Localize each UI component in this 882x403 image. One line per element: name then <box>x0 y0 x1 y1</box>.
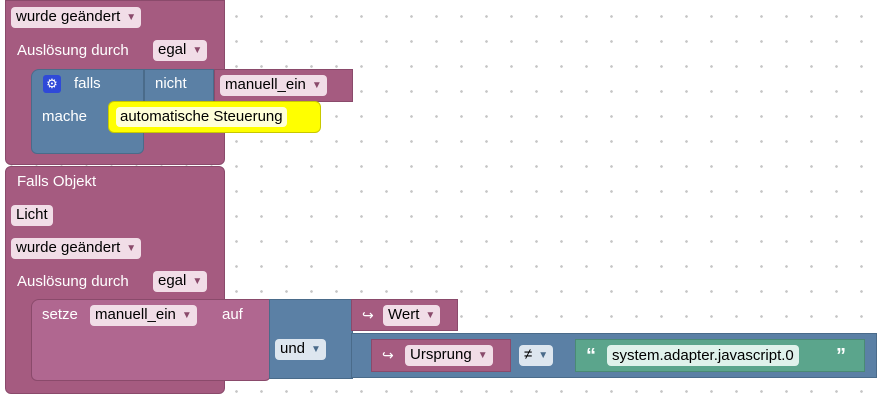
variable-dropdown[interactable]: manuell_ein ▼ <box>220 75 327 96</box>
trigger-dropdown-2[interactable]: egal ▼ <box>153 271 208 292</box>
chevron-down-icon: ▼ <box>477 350 488 361</box>
arrow-icon: ↪ <box>382 347 394 363</box>
chevron-down-icon: ▼ <box>311 344 321 355</box>
text-value-field[interactable]: system.adapter.javascript.0 <box>607 345 799 366</box>
chevron-down-icon: ▼ <box>538 350 549 361</box>
comment-block[interactable]: automatische Steuerung <box>108 101 321 133</box>
value-dropdown[interactable]: Wert ▼ <box>383 305 441 326</box>
gear-icon[interactable]: ⚙ <box>43 75 61 93</box>
chevron-down-icon: ▼ <box>311 80 322 91</box>
set-variable-dropdown[interactable]: manuell_ein ▼ <box>90 305 197 326</box>
chevron-down-icon: ▼ <box>192 45 203 56</box>
chevron-down-icon: ▼ <box>192 276 203 287</box>
trigger-dropdown-1-label: egal <box>158 41 187 58</box>
object-value[interactable]: Licht <box>11 205 53 226</box>
set-variable-dropdown-label: manuell_ein <box>95 306 176 323</box>
trigger-label-1: Auslösung durch <box>17 42 129 59</box>
text-value-label: system.adapter.javascript.0 <box>612 347 794 364</box>
do-label: mache <box>42 108 88 125</box>
operator-dropdown-label: ≠ <box>524 346 533 363</box>
changed-dropdown-2[interactable]: wurde geändert ▼ <box>11 238 142 259</box>
source-block[interactable] <box>371 339 511 372</box>
source-dropdown[interactable]: Ursprung ▼ <box>405 345 493 366</box>
chevron-down-icon: ▼ <box>126 12 137 23</box>
source-dropdown-label: Ursprung <box>410 346 472 363</box>
changed-dropdown-1[interactable]: wurde geändert ▼ <box>11 7 142 28</box>
if-label: falls <box>74 75 101 92</box>
variable-dropdown-label: manuell_ein <box>225 76 306 93</box>
not-label: nicht <box>155 75 187 92</box>
open-quote-icon: “ <box>586 345 596 367</box>
set-label: setze <box>42 306 78 323</box>
changed-dropdown-1-label: wurde geändert <box>16 8 121 25</box>
trigger-label-2: Auslösung durch <box>17 273 129 290</box>
and-dropdown[interactable]: und ▼ <box>275 339 326 360</box>
comment-text: automatische Steuerung <box>116 107 287 127</box>
object-value-label: Licht <box>16 206 48 223</box>
arrow-icon: ↪ <box>362 307 374 323</box>
trigger-dropdown-2-label: egal <box>158 272 187 289</box>
trigger-dropdown-1[interactable]: egal ▼ <box>153 40 208 61</box>
changed-dropdown-2-label: wurde geändert <box>16 239 121 256</box>
close-quote-icon: ” <box>836 345 846 367</box>
chevron-down-icon: ▼ <box>181 310 192 321</box>
to-label: auf <box>222 306 243 323</box>
and-dropdown-label: und <box>280 340 306 357</box>
object-label: Falls Objekt <box>17 173 97 190</box>
chevron-down-icon: ▼ <box>126 243 137 254</box>
chevron-down-icon: ▼ <box>425 310 436 321</box>
operator-dropdown[interactable]: ≠▼ <box>519 345 554 366</box>
value-dropdown-label: Wert <box>388 306 420 323</box>
